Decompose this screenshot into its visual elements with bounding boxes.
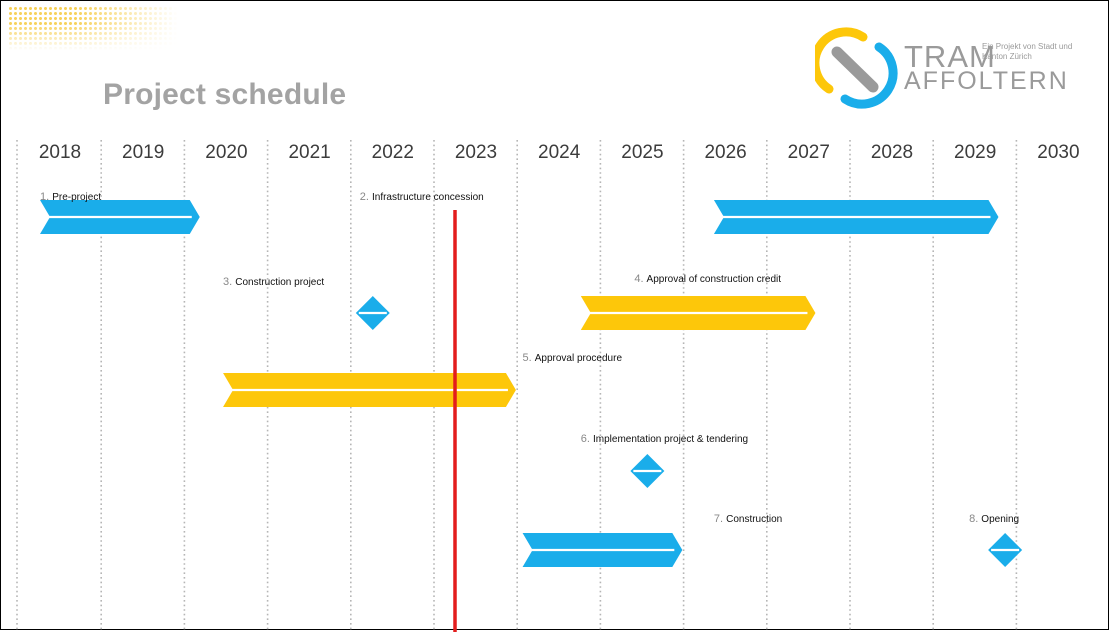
year-axis: 2018 2019 2020 2021 2022 2023 2024 2025 2026 2027… [0, 142, 1111, 166]
task-name: Approval procedure [534, 353, 623, 364]
logo-text-tram: TRAM [904, 39, 996, 74]
task-label-5: 5.Approval procedure [523, 352, 622, 365]
tram-logo-mark-icon [810, 27, 898, 109]
task-number: 2. [359, 191, 369, 203]
task-name: Construction project [235, 277, 325, 288]
task-label-4: 4.Approval of construction credit [634, 273, 781, 286]
task-label-8: 8.Opening [969, 513, 1019, 526]
task-name: Pre-project [52, 192, 102, 203]
task-number: 1. [40, 191, 50, 203]
logo-subtitle: Ein Projekt von Stadt und Kanton Zürich [982, 42, 1073, 61]
year-label-2024: 2024 [538, 142, 581, 163]
task-label-1: 1.Pre-project [40, 191, 101, 204]
task-name: Implementation project & tendering [592, 434, 749, 445]
task-number: 7. [713, 513, 724, 525]
year-label-2018: 2018 [38, 142, 82, 163]
logo-text-affoltern: AFFOLTERN [904, 67, 1069, 95]
year-label-2022: 2022 [371, 142, 414, 163]
year-label-2026: 2026 [704, 142, 747, 163]
year-label-2028: 2028 [870, 142, 914, 163]
task-number: 4. [634, 273, 644, 285]
year-label-2023: 2023 [454, 142, 498, 163]
task-number: 5. [522, 352, 532, 364]
task-label-6: 6.Implementation project & tendering [581, 433, 748, 446]
task-number: 6. [580, 433, 590, 445]
task-label-2: 2.Infrastructure concession [360, 191, 484, 204]
task-label-3: 3.Construction project [223, 276, 324, 289]
task-name: Approval of construction credit [646, 274, 782, 285]
page-title: Project schedule [103, 78, 347, 111]
year-label-2021: 2021 [288, 142, 331, 163]
year-label-2029: 2029 [954, 142, 997, 163]
task-name: Opening [981, 514, 1020, 525]
task-number: 8. [969, 513, 979, 525]
dot-pattern-fade [8, 6, 178, 50]
task-name: Construction [726, 514, 783, 525]
year-label-2030: 2030 [1037, 142, 1080, 163]
year-label-2019: 2019 [122, 142, 165, 163]
year-label-2025: 2025 [621, 142, 664, 163]
task-number: 3. [223, 276, 233, 288]
task-label-7: 7.Construction [714, 513, 782, 526]
year-label-2020: 2020 [205, 142, 248, 163]
year-label-2027: 2027 [787, 142, 830, 163]
task-name: Infrastructure concession [371, 192, 484, 203]
tram-affoltern-logo: TRAM AFFOLTERN Ein Projekt von Stadt und… [810, 27, 1095, 112]
